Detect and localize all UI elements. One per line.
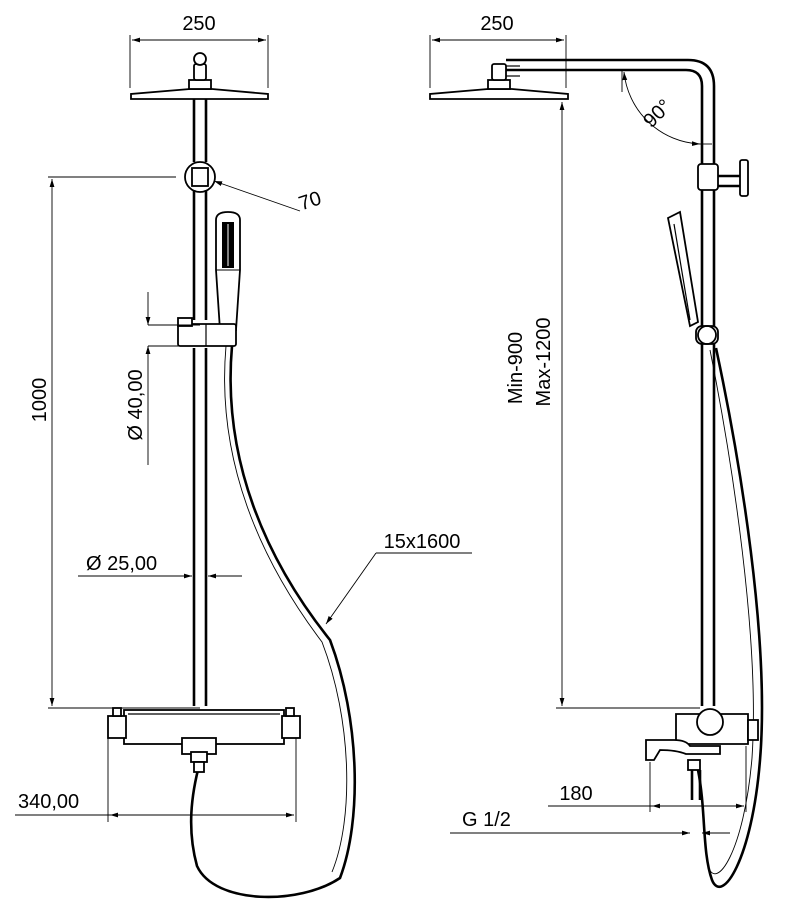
front-head-width-dim: 250 <box>129 13 269 88</box>
height-min-label: Min-900 <box>505 332 527 404</box>
front-height-dim: 1000 <box>29 179 200 709</box>
front-slide-holder <box>177 317 237 347</box>
side-hand-shower <box>666 210 719 345</box>
side-head-width-label: 250 <box>480 13 513 35</box>
mixer-width-label: 340,00 <box>18 791 79 813</box>
front-hose <box>189 345 357 899</box>
side-arm-rail: 90° <box>506 58 716 706</box>
front-hand-shower <box>215 211 241 331</box>
hose-dim: 15x1600 <box>325 531 472 625</box>
side-mixer <box>645 708 759 800</box>
holder-diameter-label: Ø 40,00 <box>125 369 147 440</box>
swivel-diameter-label: 70 <box>296 187 324 215</box>
side-head-width-dim: 250 <box>429 13 567 88</box>
front-rail <box>192 99 208 706</box>
front-shower-head <box>130 52 269 100</box>
front-swivel-joint: 70 <box>48 161 324 215</box>
side-swivel <box>697 159 749 197</box>
total-height-label: 1000 <box>29 378 51 423</box>
front-view: 250 70 <box>15 13 472 899</box>
thread-label: G 1/2 <box>462 809 511 831</box>
side-shower-head <box>429 63 569 100</box>
thread-dim: G 1/2 <box>450 809 730 836</box>
rail-diameter-dim: Ø 25,00 <box>78 553 242 579</box>
rail-diameter-label: Ø 25,00 <box>86 553 157 575</box>
front-head-width-label: 250 <box>182 13 215 35</box>
mixer-width-dim: 340,00 <box>15 738 297 822</box>
height-max-label: Max-1200 <box>533 318 555 407</box>
side-hose <box>696 347 764 888</box>
front-mixer <box>107 707 301 773</box>
side-view: 250 90° <box>429 13 764 888</box>
spout-reach-dim: 180 <box>548 746 747 812</box>
spout-reach-label: 180 <box>559 783 592 805</box>
hose-label: 15x1600 <box>384 531 461 553</box>
holder-diameter-dim: Ø 40,00 <box>125 292 200 465</box>
side-height-dim: Min-900 Max-1200 <box>505 102 700 709</box>
angle-label: 90° <box>639 95 676 132</box>
